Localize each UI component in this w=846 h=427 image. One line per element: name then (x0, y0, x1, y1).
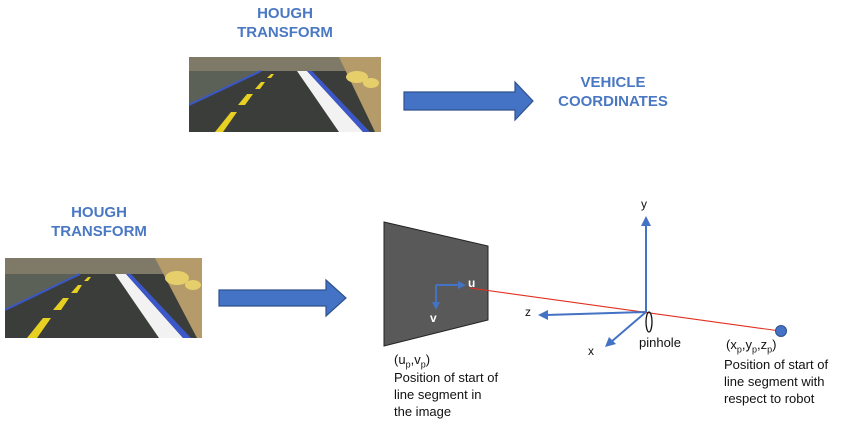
road-image-bottom (5, 258, 202, 338)
block-arrow-bottom (218, 278, 347, 318)
image-point-caption: Position of start of line segment in the… (394, 370, 499, 419)
world-axis-z-arrowhead (538, 310, 548, 320)
hough-transform-title-top: HOUGH TRANSFORM (237, 5, 333, 41)
pinhole-label: pinhole (639, 335, 681, 350)
block-arrow-top (403, 80, 534, 122)
world-axis-y-arrowhead (641, 216, 651, 226)
image-point-sub-v: p (420, 359, 426, 370)
image-axis-u-arrowhead (458, 281, 466, 289)
world-axis-y-label: y (641, 197, 647, 211)
image-point-open: (u (394, 352, 406, 367)
world-point-caption: Position of start of line segment with r… (724, 357, 829, 406)
world-point-sub-x: p (736, 344, 742, 355)
projection-ray (469, 287, 781, 332)
world-point-label: (xp,yp,zp) (726, 337, 776, 355)
vehicle-coordinates-title: VEHICLE COORDINATES (558, 74, 668, 110)
world-axis-z-line (545, 311, 647, 316)
image-axis-u-label: u (468, 276, 476, 290)
image-axis-v-arrowhead (432, 302, 440, 310)
road-image-top-graphic (189, 57, 381, 132)
image-point-close: ) (425, 352, 431, 367)
world-point-sep-y: ,y (741, 337, 752, 352)
image-point-sep: ,v (410, 352, 421, 367)
world-axis-x-arrowhead (605, 337, 616, 347)
world-point-sep-z: ,z (757, 337, 768, 352)
world-point-sub-y: p (751, 344, 757, 355)
world-axis-z-label: z (525, 305, 531, 319)
pinhole-lens (645, 311, 653, 333)
world-axis-x-line (610, 311, 647, 343)
world-point (775, 325, 787, 337)
world-point-sub-z: p (767, 344, 773, 355)
world-point-open: (x (726, 337, 737, 352)
image-point-label: (up,vp) (394, 352, 430, 370)
road-image-top (189, 57, 381, 132)
image-axis-v-label: v (430, 311, 437, 325)
image-point-sub-u: p (405, 359, 411, 370)
world-axis-x-label: x (588, 344, 594, 358)
world-point-close: ) (772, 337, 777, 352)
road-image-bottom-graphic (5, 258, 202, 338)
hough-transform-title-bottom: HOUGH TRANSFORM (51, 204, 147, 240)
